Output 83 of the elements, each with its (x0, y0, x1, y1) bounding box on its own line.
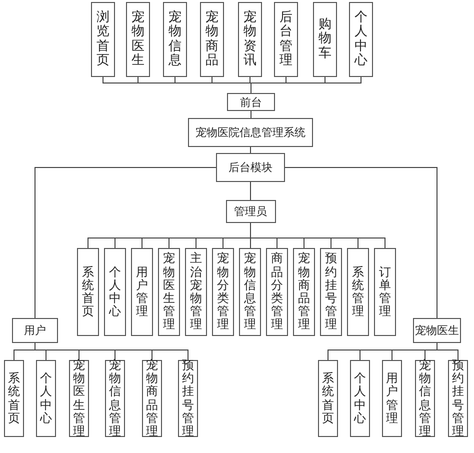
module-box (4, 360, 24, 437)
module-label: 系统首页 (82, 266, 94, 318)
module-label: 预约挂号管理 (182, 358, 194, 438)
module-label: 购物车 (318, 18, 332, 61)
module-box (91, 2, 115, 77)
connector-line (284, 167, 438, 318)
module-box (212, 248, 234, 336)
module-label: 用户 (24, 323, 46, 338)
module-label: 个人中心 (109, 266, 121, 318)
module-box (239, 248, 261, 336)
module-label: 宠物分类管理 (217, 252, 229, 332)
module-box (320, 248, 342, 336)
module-box (200, 2, 224, 77)
module-label: 宠物信息管理 (419, 358, 431, 438)
module-box (178, 360, 198, 437)
module-label: 宠物商品管理 (146, 358, 158, 438)
module-box (216, 153, 285, 182)
connector-line (250, 76, 362, 94)
connector-line (250, 182, 251, 200)
module-label: 宠物医生 (415, 323, 459, 338)
module-box (163, 2, 187, 77)
module-box (227, 93, 275, 111)
module-box (415, 360, 435, 437)
module-box (374, 248, 396, 336)
module-box (185, 248, 207, 336)
module-label: 宠物商品 (206, 10, 218, 68)
module-label: 宠物医院信息管理系统 (196, 125, 306, 140)
connector-line (250, 146, 251, 154)
module-label: 后台管理 (280, 10, 292, 68)
module-label: 宠物信息 (168, 10, 182, 68)
module-box (349, 2, 373, 77)
module-box (318, 360, 338, 437)
module-box (188, 118, 313, 147)
connector-line (34, 342, 188, 360)
module-label: 系统首页 (8, 372, 20, 425)
module-box (105, 360, 125, 437)
module-box (77, 248, 99, 336)
module-label: 预约挂号管理 (452, 358, 464, 438)
module-box (313, 2, 337, 77)
connector-line (436, 342, 458, 360)
connector-line (250, 222, 386, 248)
module-box (413, 318, 461, 343)
module-box (382, 360, 402, 437)
module-label: 宠物商品管理 (298, 252, 310, 332)
module-label: 系统首页 (322, 372, 334, 425)
module-box (293, 248, 315, 336)
connector-line (34, 167, 216, 318)
module-label: 宠物医生管理 (73, 358, 85, 438)
module-label: 主治宠物管理 (190, 252, 202, 332)
module-box (238, 2, 262, 77)
module-box (266, 248, 288, 336)
module-label: 管理员 (234, 204, 267, 219)
module-label: 商品分类管理 (271, 252, 283, 332)
module-box (226, 200, 276, 223)
module-label: 用户管理 (136, 266, 148, 318)
module-label: 宠物医生管理 (163, 252, 175, 332)
module-box (69, 360, 89, 437)
connector-line (250, 110, 252, 118)
module-label: 系统管理 (352, 266, 364, 318)
module-label: 宠物医生 (132, 10, 144, 68)
module-label: 个人中心 (354, 10, 368, 68)
module-box (12, 318, 58, 343)
module-label: 宠物信息管理 (109, 358, 121, 438)
module-box (350, 360, 370, 437)
module-box (131, 248, 153, 336)
module-label: 预约挂号管理 (325, 252, 337, 332)
module-box (36, 360, 56, 437)
module-label: 用户管理 (386, 372, 398, 425)
module-box (126, 2, 150, 77)
module-label: 订单管理 (379, 266, 391, 318)
module-box (347, 248, 369, 336)
module-box (448, 360, 468, 437)
module-label: 个人中心 (354, 372, 366, 425)
module-label: 前台 (240, 94, 262, 110)
module-label: 宠物信息管理 (244, 252, 256, 332)
module-box (104, 248, 126, 336)
module-box (274, 2, 298, 77)
module-label: 宠物资讯 (244, 10, 256, 68)
module-box (142, 360, 162, 437)
module-label: 浏览首页 (96, 10, 110, 68)
module-label: 后台模块 (228, 160, 272, 175)
module-label: 个人中心 (40, 372, 52, 425)
module-box (158, 248, 180, 336)
